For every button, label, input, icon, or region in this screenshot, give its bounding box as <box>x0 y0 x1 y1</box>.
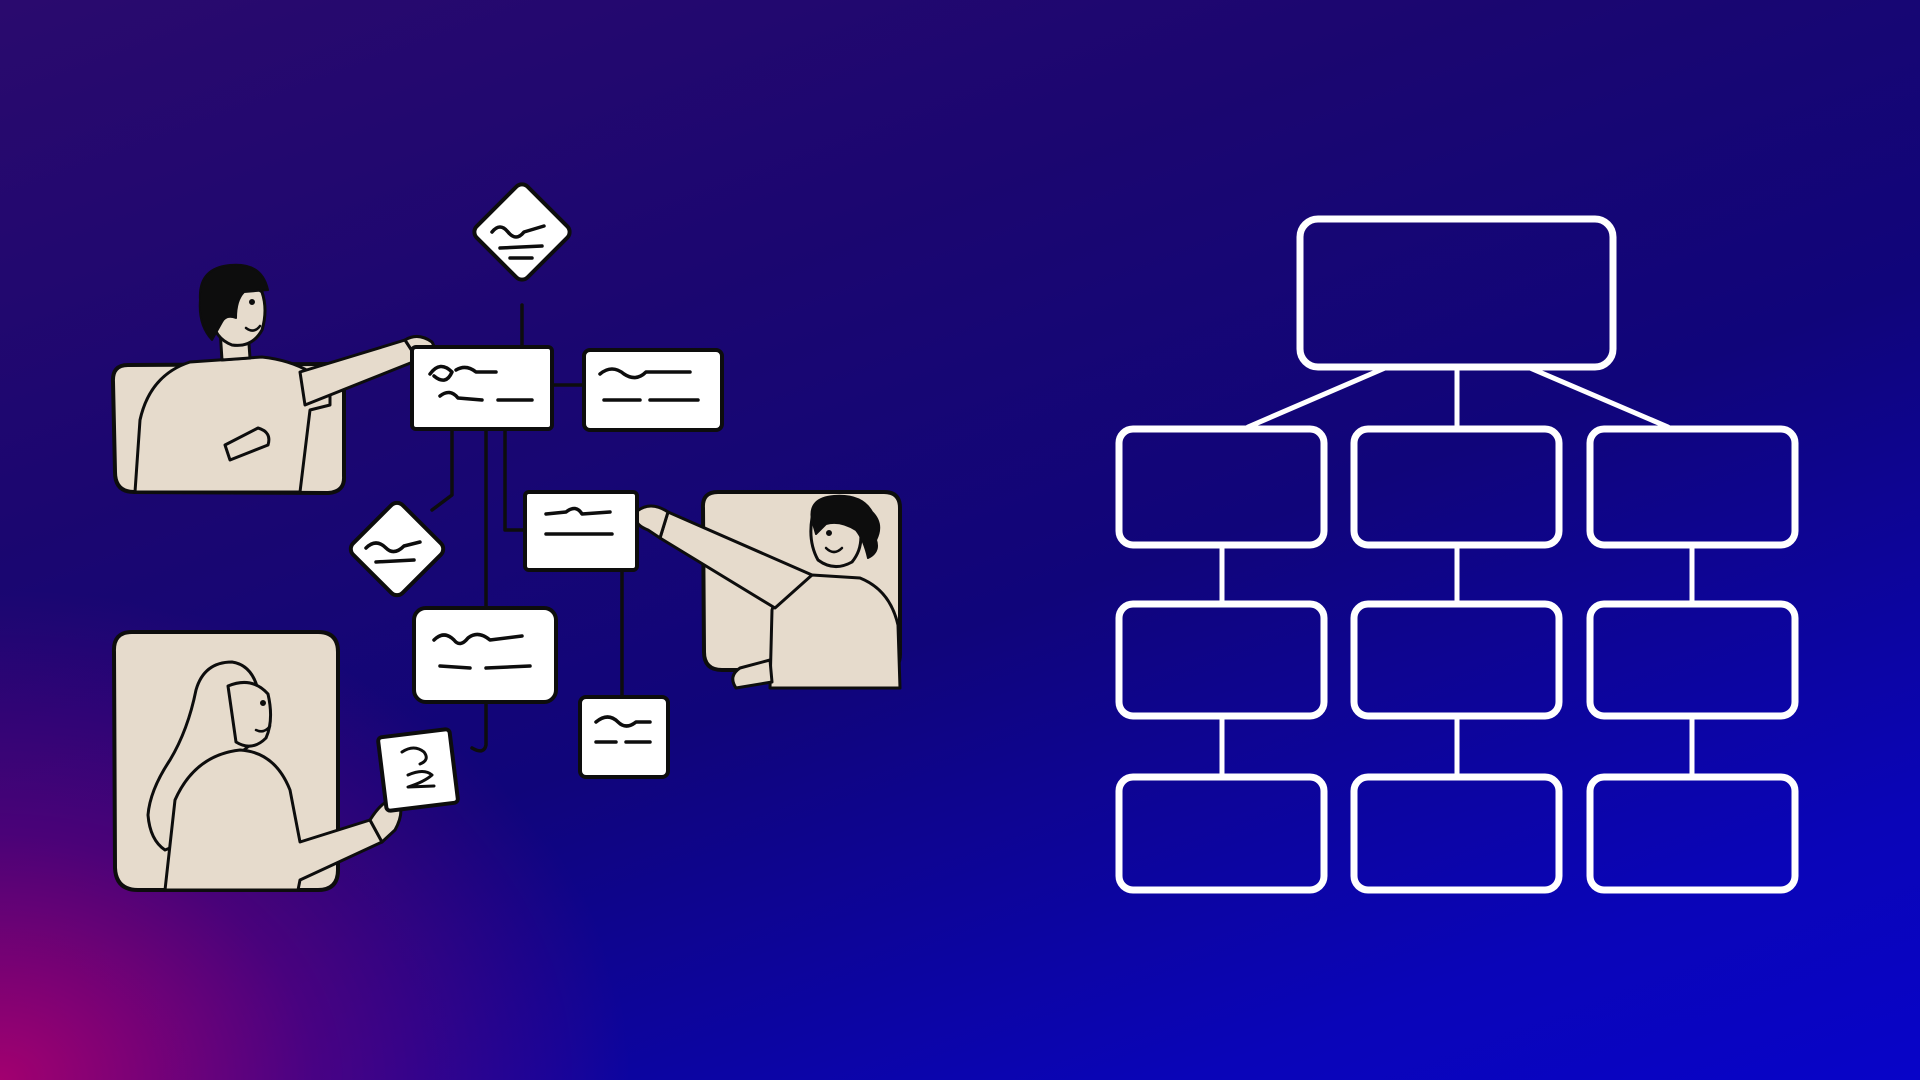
woman-left-smile <box>254 724 272 733</box>
woman-right-hair <box>810 494 881 559</box>
process-note-4 <box>412 606 558 704</box>
org-box-r2-c1 <box>1115 600 1328 720</box>
woman-left-body <box>163 748 384 892</box>
people-building-flowchart-illustration <box>110 182 902 892</box>
org-box-r2-c3 <box>1586 600 1799 720</box>
flowchart-notes <box>348 182 724 779</box>
process-note-1 <box>410 345 554 431</box>
org-box-r3-c1 <box>1115 773 1328 894</box>
woman-right-smile <box>824 546 844 554</box>
org-box-r1-c1 <box>1115 425 1328 549</box>
man-eye <box>249 299 255 305</box>
woman-left-eye <box>260 700 266 706</box>
process-note-3 <box>523 490 639 572</box>
org-box-r3-c3 <box>1586 773 1799 894</box>
org-box-r1-c2 <box>1350 425 1563 549</box>
man-hair <box>198 263 269 341</box>
hierarchy-chart-icon <box>1115 215 1799 894</box>
handheld-note <box>376 727 460 813</box>
woman-right-eye <box>826 530 832 536</box>
woman-holding-note-avatar <box>111 630 460 892</box>
org-chart-connectors <box>1219 365 1695 778</box>
man-arm <box>298 338 420 407</box>
handheld-note-scribble <box>400 746 436 789</box>
woman-pointing-avatar <box>633 490 902 690</box>
process-note-2 <box>582 348 724 432</box>
flowchart-connectors <box>430 303 624 753</box>
org-root-box <box>1296 215 1617 371</box>
org-box-r3-c2 <box>1350 773 1563 894</box>
man-lower-hand <box>223 426 271 462</box>
process-note-5 <box>578 695 670 779</box>
woman-left-face <box>226 680 273 748</box>
man-pointing-avatar <box>110 263 436 495</box>
org-box-r2-c2 <box>1350 600 1563 720</box>
woman-right-lower-hand <box>731 658 774 690</box>
org-box-r1-c3 <box>1586 425 1799 549</box>
note-scribbles <box>364 224 700 744</box>
man-smile <box>244 324 262 332</box>
